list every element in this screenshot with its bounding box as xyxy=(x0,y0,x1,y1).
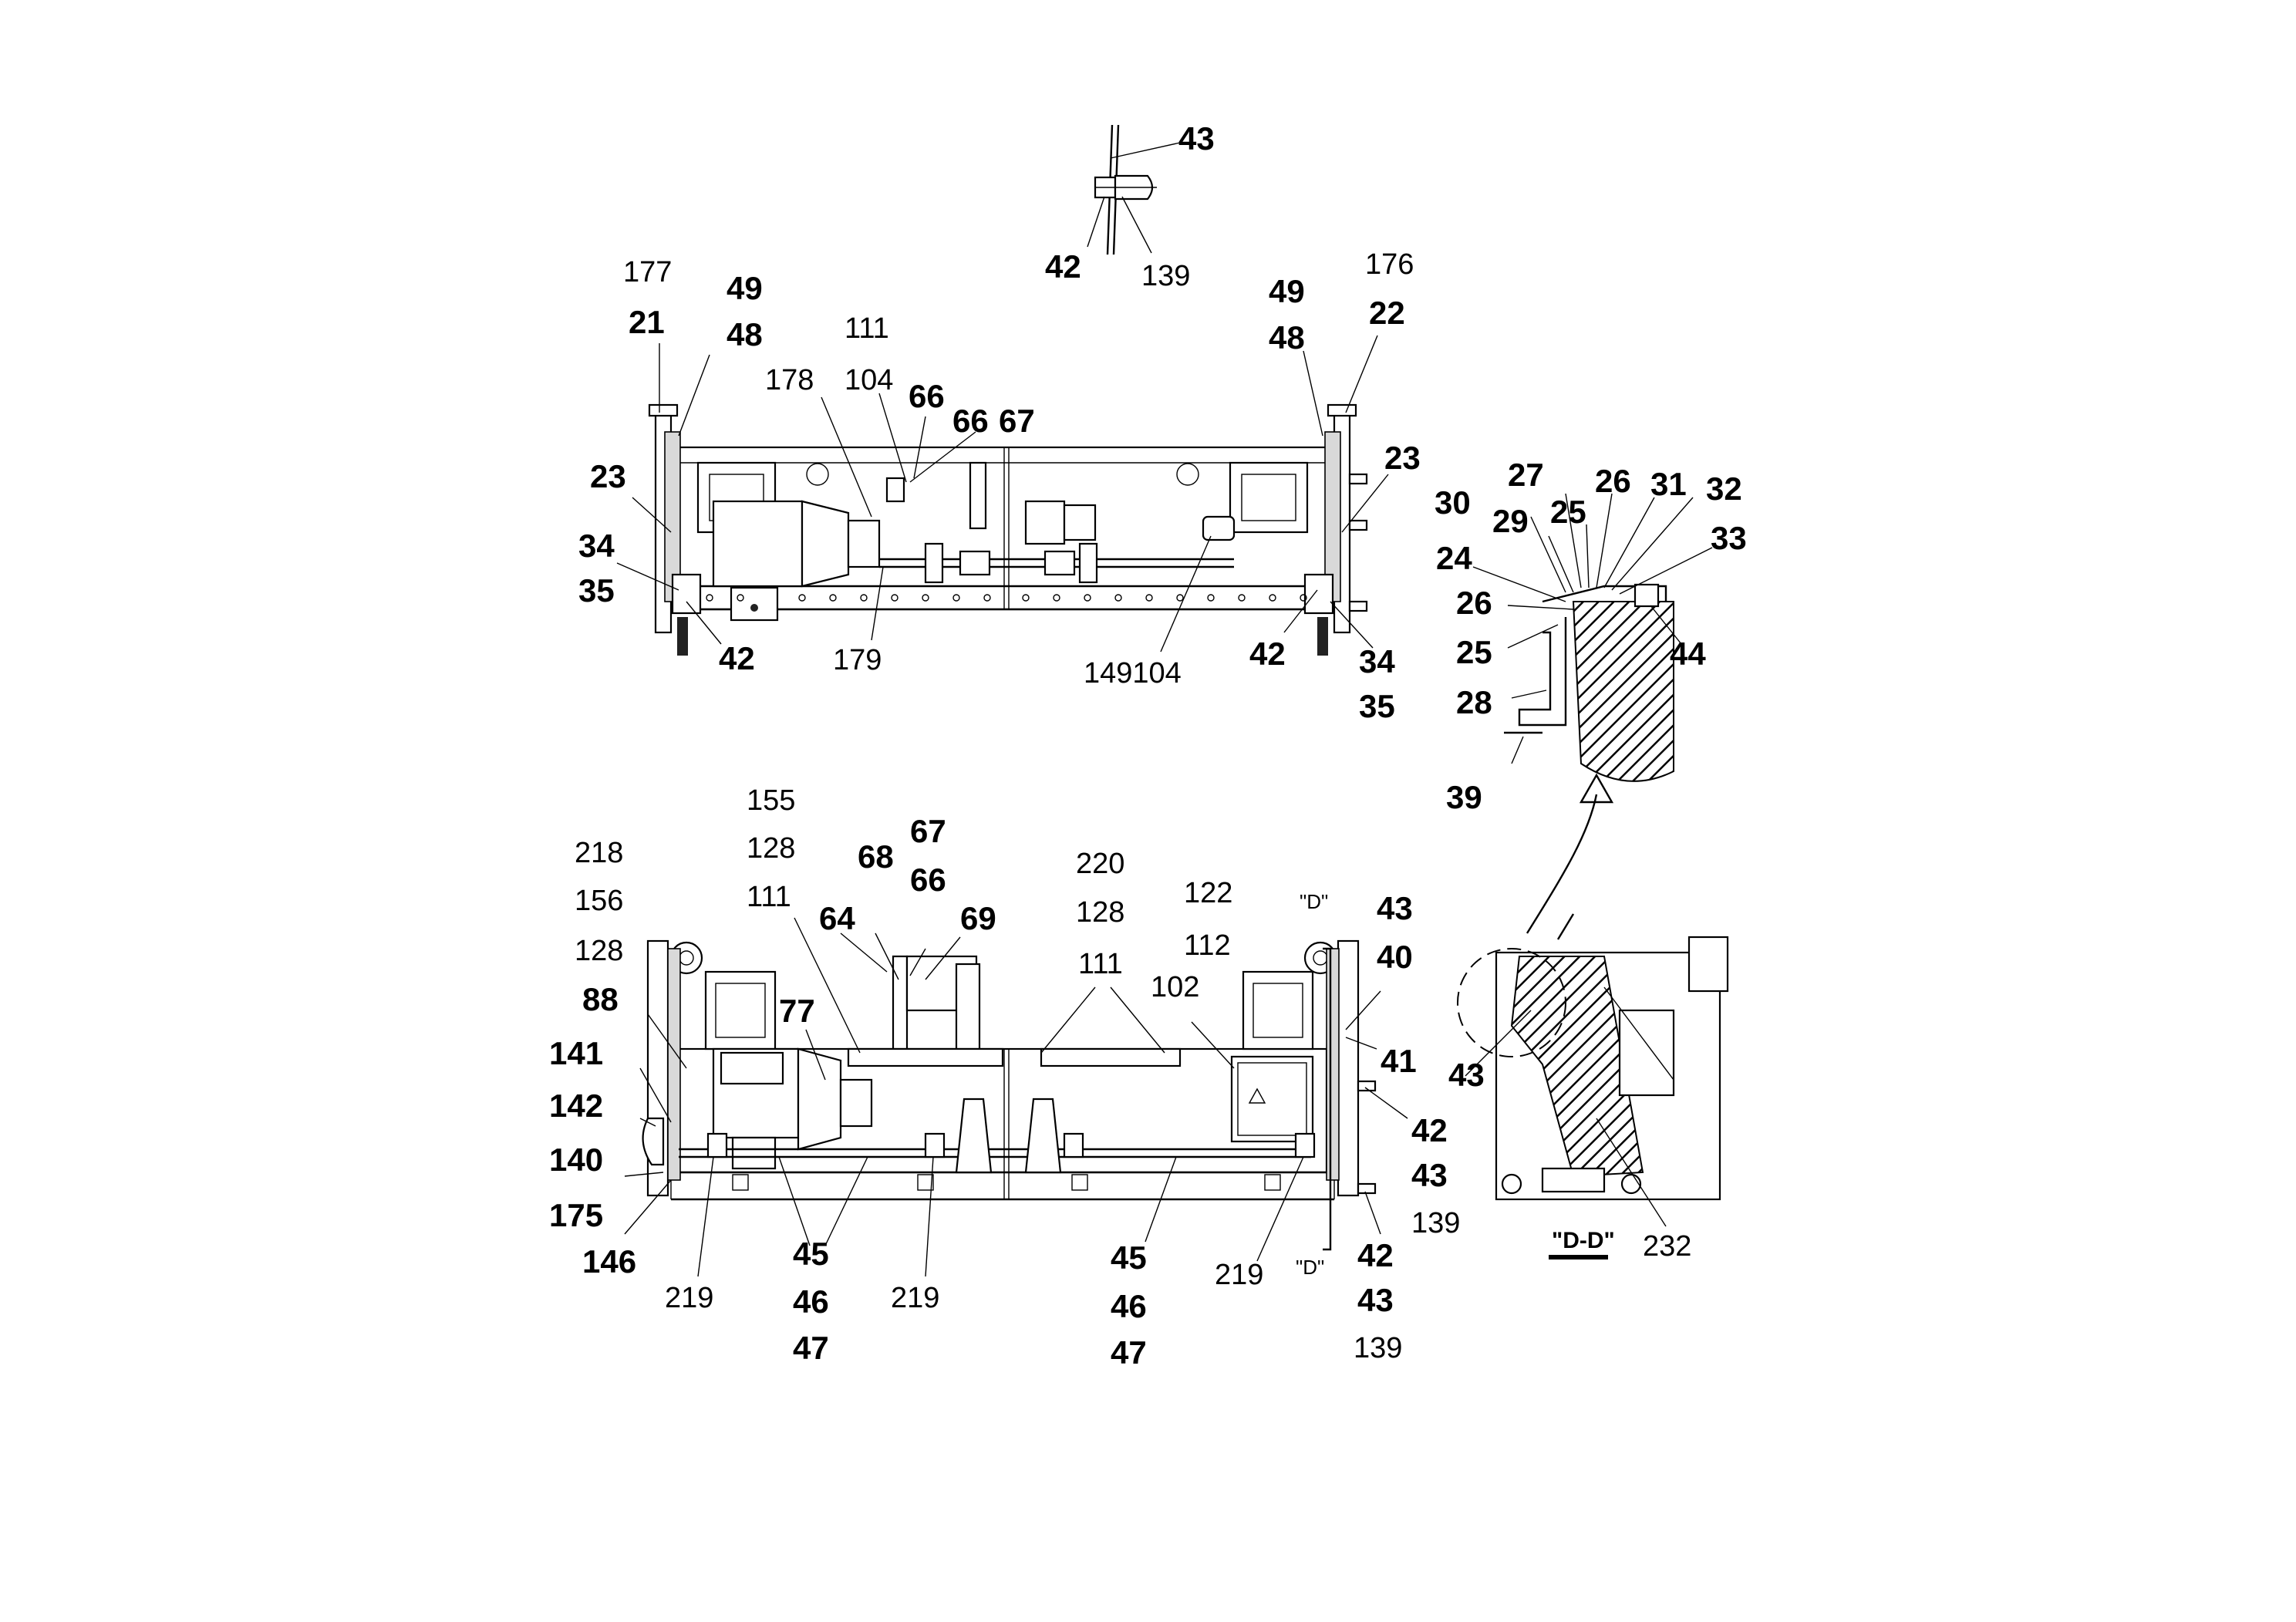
callout-33: 33 xyxy=(1711,520,1747,556)
callout-178: 178 xyxy=(765,364,814,396)
callout-labels: 43 42 139 177 21 49 48 111 178 104 66 66… xyxy=(549,120,1747,1371)
callout-77: 77 xyxy=(779,993,815,1029)
callout-26-mid: 26 xyxy=(1456,585,1492,621)
callout-155: 155 xyxy=(747,784,795,817)
callout-179: 179 xyxy=(833,644,882,676)
callout-139-lower-a: 139 xyxy=(1411,1207,1460,1239)
callout-177: 177 xyxy=(623,256,672,288)
callout-69: 69 xyxy=(960,900,996,936)
callout-45-b: 45 xyxy=(1111,1239,1147,1276)
callout-43-lower-b: 43 xyxy=(1357,1282,1394,1318)
callout-43-top: 43 xyxy=(1178,120,1215,157)
callout-139-lower-b: 139 xyxy=(1354,1332,1402,1364)
callout-43-lower-a: 43 xyxy=(1411,1157,1448,1193)
callout-64: 64 xyxy=(819,900,855,936)
callout-142: 142 xyxy=(549,1088,603,1124)
callout-41: 41 xyxy=(1381,1043,1417,1079)
callout-67-upper: 67 xyxy=(999,403,1035,439)
callout-34-right: 34 xyxy=(1359,643,1395,679)
callout-47-b: 47 xyxy=(1111,1334,1147,1371)
callout-122: 122 xyxy=(1184,877,1232,909)
callout-40: 40 xyxy=(1377,939,1413,975)
callout-27: 27 xyxy=(1508,457,1544,493)
callout-24: 24 xyxy=(1436,540,1472,576)
callout-45-a: 45 xyxy=(793,1236,829,1272)
callout-66-a: 66 xyxy=(909,378,945,414)
callout-104-upper: 104 xyxy=(845,364,893,396)
callout-32: 32 xyxy=(1706,470,1742,507)
callout-140: 140 xyxy=(549,1141,603,1178)
upper-bolt-row xyxy=(706,594,1307,602)
callout-111-a: 111 xyxy=(747,881,791,913)
callout-46-a: 46 xyxy=(793,1283,829,1320)
callout-42-top: 42 xyxy=(1045,248,1081,285)
callout-219-c: 219 xyxy=(1215,1259,1263,1291)
callout-219-b: 219 xyxy=(891,1282,939,1314)
callout-35-right: 35 xyxy=(1359,688,1395,724)
callout-66-b: 66 xyxy=(952,403,989,439)
callout-26-top: 26 xyxy=(1595,463,1631,499)
callout-149104: 149104 xyxy=(1084,657,1182,690)
callout-39: 39 xyxy=(1446,779,1482,815)
callout-46-b: 46 xyxy=(1111,1288,1147,1324)
callout-68: 68 xyxy=(858,838,894,875)
callout-23-right: 23 xyxy=(1384,440,1421,476)
callout-66-lower: 66 xyxy=(910,862,946,898)
callout-88: 88 xyxy=(582,981,619,1017)
callout-48-left: 48 xyxy=(727,316,763,352)
callout-111-upper: 111 xyxy=(845,312,889,345)
callout-146: 146 xyxy=(582,1243,636,1280)
callout-25-top: 25 xyxy=(1550,494,1586,530)
callout-67-lower: 67 xyxy=(910,813,946,849)
callout-42-lower-b: 42 xyxy=(1357,1237,1394,1273)
leader-lines xyxy=(616,142,1713,1277)
callout-112: 112 xyxy=(1184,929,1231,962)
callout-49-left: 49 xyxy=(727,270,763,306)
callout-44: 44 xyxy=(1670,636,1706,672)
callout-219-a: 219 xyxy=(665,1282,713,1314)
lower-rail-holes xyxy=(732,1174,1281,1191)
callout-22: 22 xyxy=(1369,295,1405,331)
callout-220: 220 xyxy=(1076,848,1124,880)
callout-102: 102 xyxy=(1151,971,1199,1003)
top-detail-drawing xyxy=(1094,124,1157,255)
callout-42-lower-a: 42 xyxy=(1411,1112,1448,1148)
callout-21: 21 xyxy=(629,304,665,340)
section-view-dd xyxy=(1457,913,1729,1201)
callout-176: 176 xyxy=(1365,248,1414,281)
callout-31: 31 xyxy=(1650,466,1687,502)
section-caption-dd: "D-D" xyxy=(1552,1228,1615,1253)
upper-plan-view xyxy=(648,403,1368,656)
callout-232: 232 xyxy=(1643,1230,1691,1263)
callout-42-upper-right: 42 xyxy=(1249,636,1286,672)
callout-156: 156 xyxy=(575,885,623,917)
callout-128-c: 128 xyxy=(1076,896,1124,929)
section-mark-d-bottom: "D" xyxy=(1296,1256,1324,1279)
lower-front-view xyxy=(642,939,1377,1251)
callout-48-right: 48 xyxy=(1269,319,1305,356)
callout-43-section: 43 xyxy=(1448,1057,1485,1093)
callout-111-b: 111 xyxy=(1078,948,1123,980)
section-mark-d-top: "D" xyxy=(1300,890,1328,913)
callout-43-lower: 43 xyxy=(1377,890,1413,926)
callout-29: 29 xyxy=(1492,503,1529,539)
callout-34-left: 34 xyxy=(578,528,615,564)
callout-128-b: 128 xyxy=(575,935,623,967)
callout-49-right: 49 xyxy=(1269,273,1305,309)
callout-218: 218 xyxy=(575,837,623,869)
callout-30: 30 xyxy=(1435,484,1471,521)
callout-28: 28 xyxy=(1456,684,1492,720)
callout-128-a: 128 xyxy=(747,832,795,865)
callout-42-upper-left: 42 xyxy=(719,640,755,676)
callout-47-a: 47 xyxy=(793,1330,829,1366)
callout-25-mid: 25 xyxy=(1456,634,1492,670)
callout-35-left: 35 xyxy=(578,572,615,609)
section-detail-enlarged xyxy=(1504,583,1674,934)
callout-139-top: 139 xyxy=(1141,260,1190,292)
callout-23-left: 23 xyxy=(590,458,626,494)
callout-141: 141 xyxy=(549,1035,603,1071)
callout-175: 175 xyxy=(549,1197,603,1233)
